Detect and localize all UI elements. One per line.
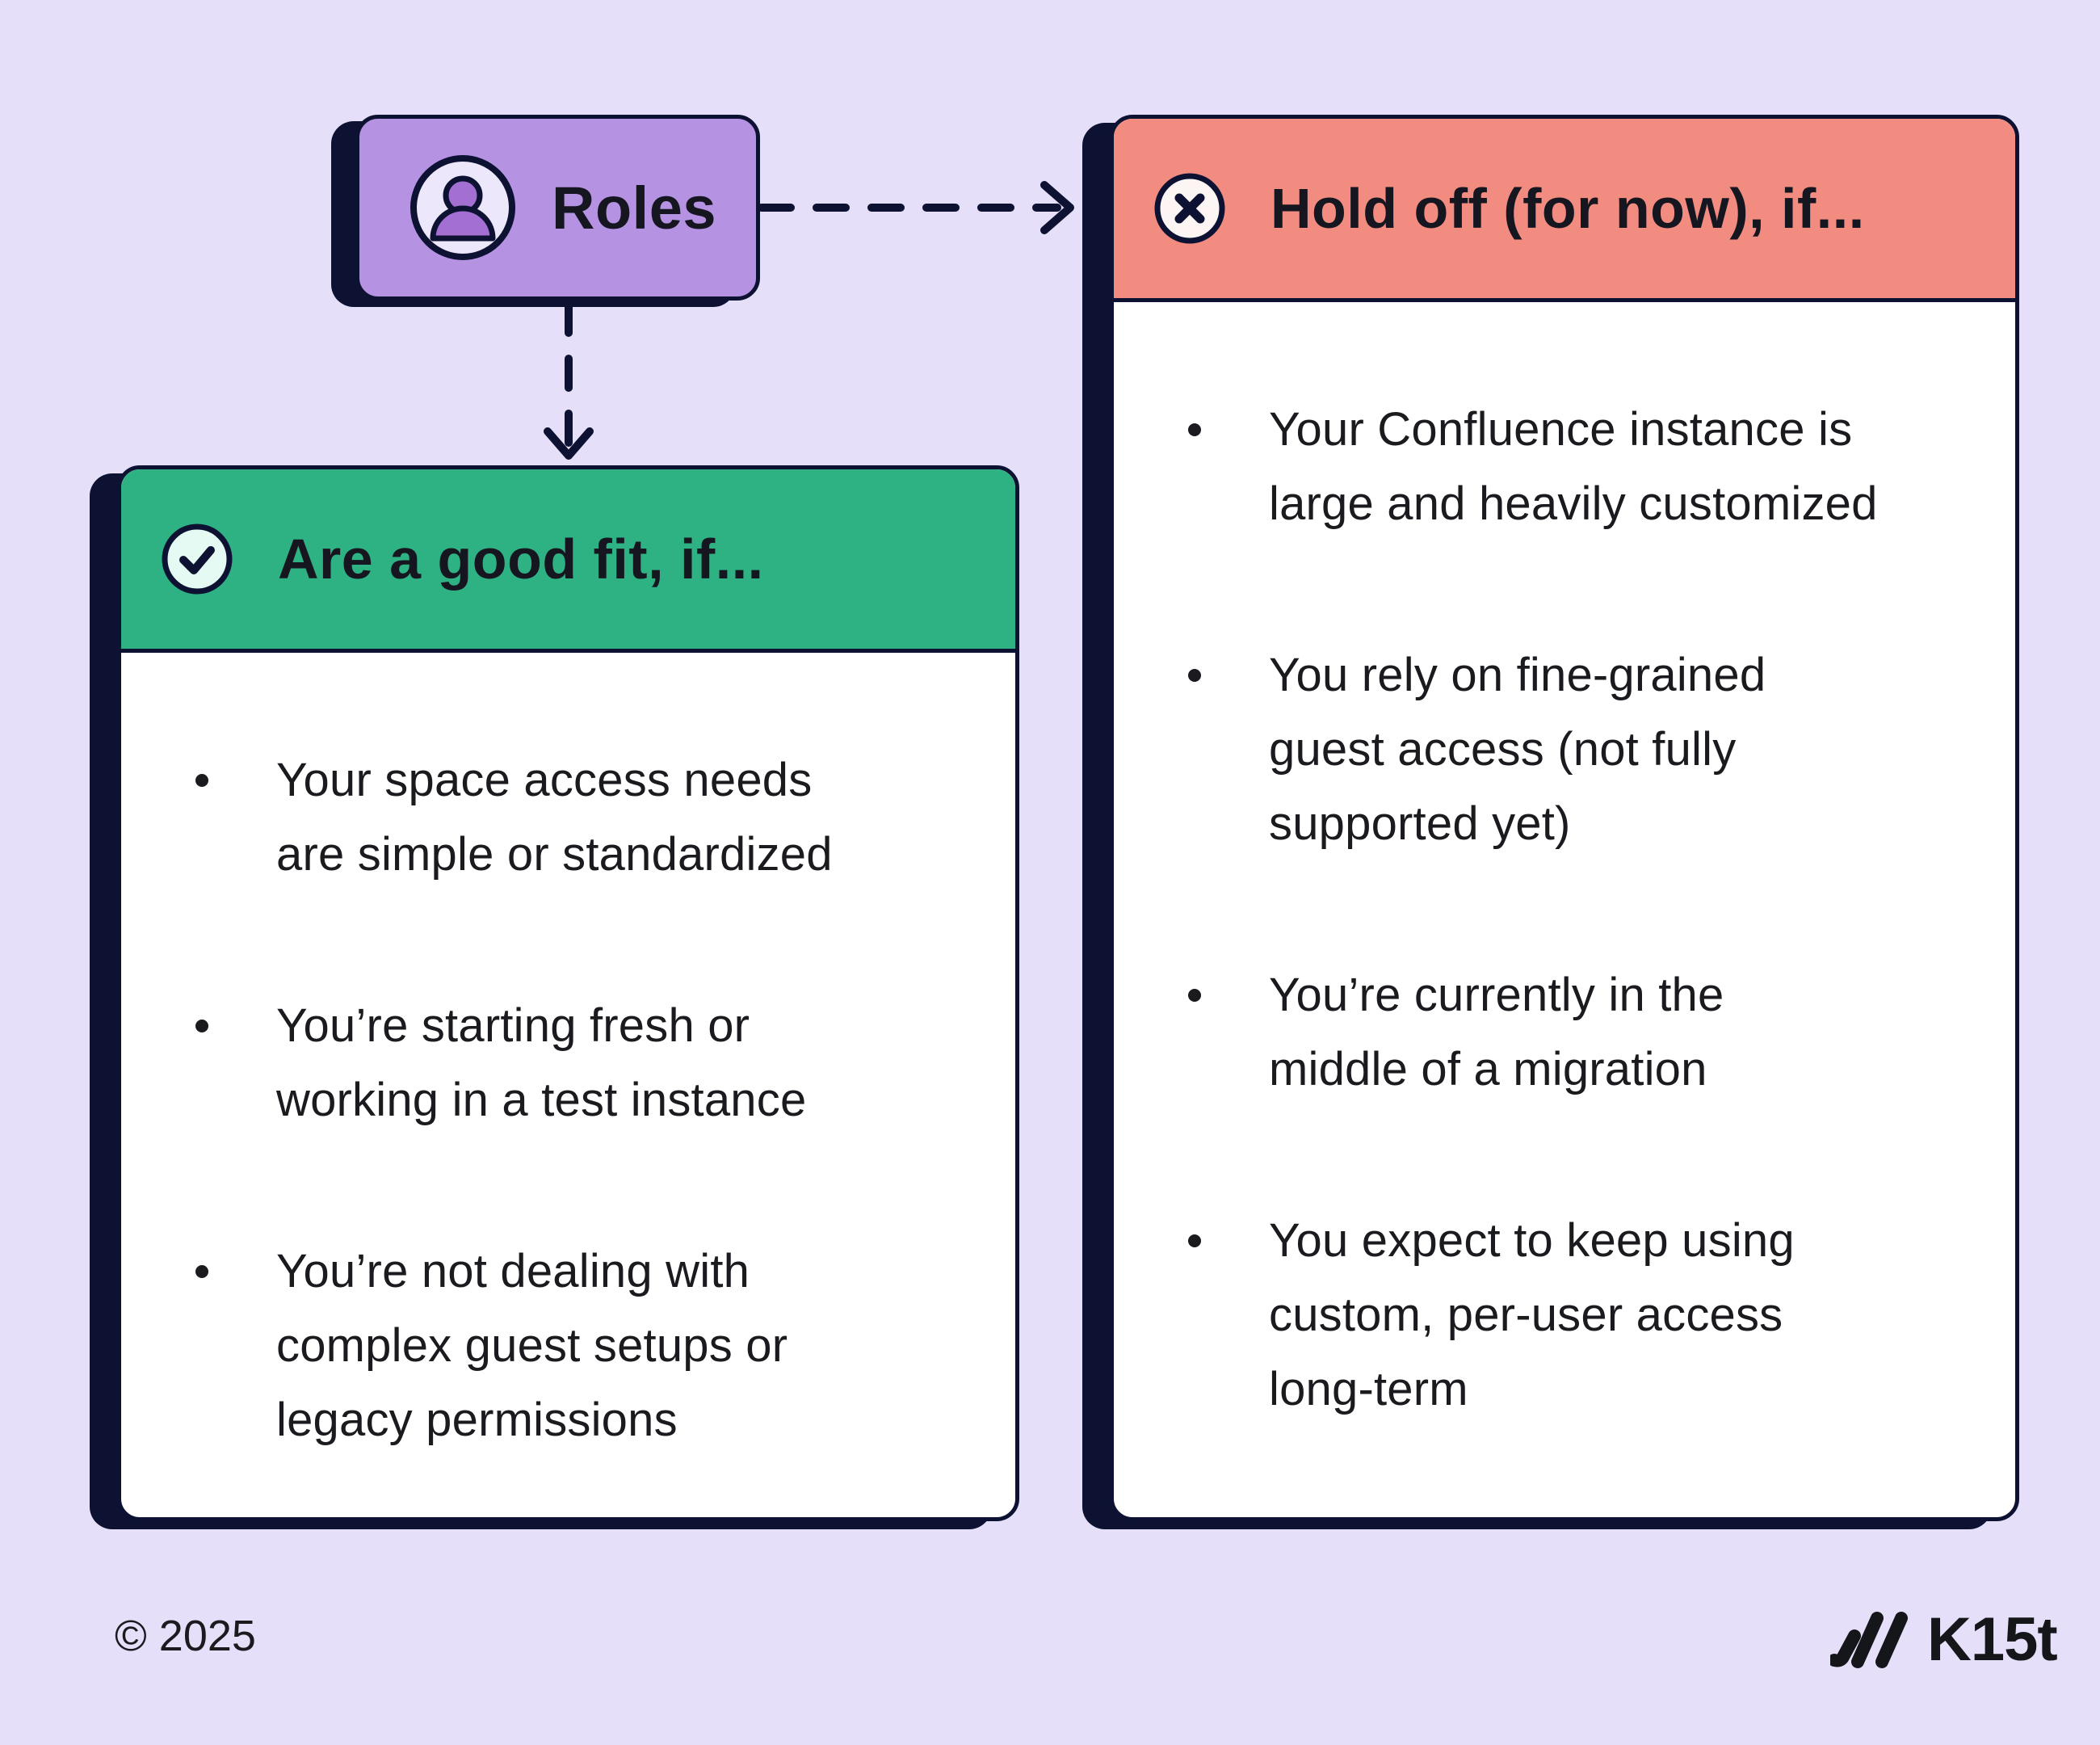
- good-fit-list: Your space access needs are simple or st…: [195, 743, 983, 1457]
- bullet-dot: [1188, 423, 1201, 436]
- check-circle-icon: [162, 524, 233, 595]
- bullet-dot: [1188, 1234, 1201, 1247]
- list-item: You’re currently in the middle of a migr…: [1188, 958, 1983, 1107]
- dashed-arrow-down: [544, 302, 594, 460]
- list-item: You’re starting fresh or working in a te…: [195, 989, 983, 1137]
- good-fit-header: Are a good fit, if...: [121, 469, 1015, 653]
- bullet-dot: [1188, 669, 1201, 682]
- good-fit-title: Are a good fit, if...: [278, 528, 764, 591]
- roles-box: Roles: [355, 115, 760, 301]
- bullet-text: Your space access needs are simple or st…: [276, 754, 833, 881]
- hold-off-title: Hold off (for now), if...: [1270, 177, 1865, 240]
- k15t-logo-text: K15t: [1927, 1605, 2058, 1674]
- bullet-dot: [1188, 989, 1201, 1002]
- bullet-text: You’re not dealing with complex guest se…: [276, 1245, 788, 1446]
- list-item: Your Confluence instance is large and he…: [1188, 393, 1983, 541]
- list-item: You’re not dealing with complex guest se…: [195, 1234, 983, 1457]
- bullet-text: You’re currently in the middle of a migr…: [1269, 969, 1724, 1095]
- bullet-dot: [195, 774, 208, 787]
- bullet-text: Your Confluence instance is large and he…: [1269, 403, 1878, 530]
- person-icon: [410, 154, 516, 261]
- good-fit-body: Your space access needs are simple or st…: [121, 653, 1015, 1457]
- hold-off-card: Hold off (for now), if... Your Confluenc…: [1110, 115, 2019, 1521]
- list-item: You rely on fine-grained guest access (n…: [1188, 638, 1983, 861]
- hold-off-list: Your Confluence instance is large and he…: [1188, 393, 1983, 1427]
- x-circle-icon: [1154, 173, 1225, 244]
- good-fit-card: Are a good fit, if... Your space access …: [117, 465, 1019, 1521]
- list-item: You expect to keep using custom, per-use…: [1188, 1204, 1983, 1427]
- dashed-arrow-right: [760, 181, 1074, 234]
- hold-off-header: Hold off (for now), if...: [1114, 119, 2015, 302]
- k15t-slashes-icon: [1830, 1605, 1911, 1675]
- roles-label: Roles: [552, 174, 717, 242]
- bullet-dot: [195, 1265, 208, 1278]
- copyright: © 2025: [115, 1612, 256, 1660]
- list-item: Your space access needs are simple or st…: [195, 743, 983, 892]
- bullet-text: You rely on fine-grained guest access (n…: [1269, 649, 1766, 850]
- k15t-logo: K15t: [1830, 1604, 2058, 1675]
- bullet-dot: [195, 1020, 208, 1032]
- bullet-text: You’re starting fresh or working in a te…: [276, 999, 807, 1126]
- hold-off-body: Your Confluence instance is large and he…: [1114, 302, 2015, 1427]
- bullet-text: You expect to keep using custom, per-use…: [1269, 1214, 1795, 1415]
